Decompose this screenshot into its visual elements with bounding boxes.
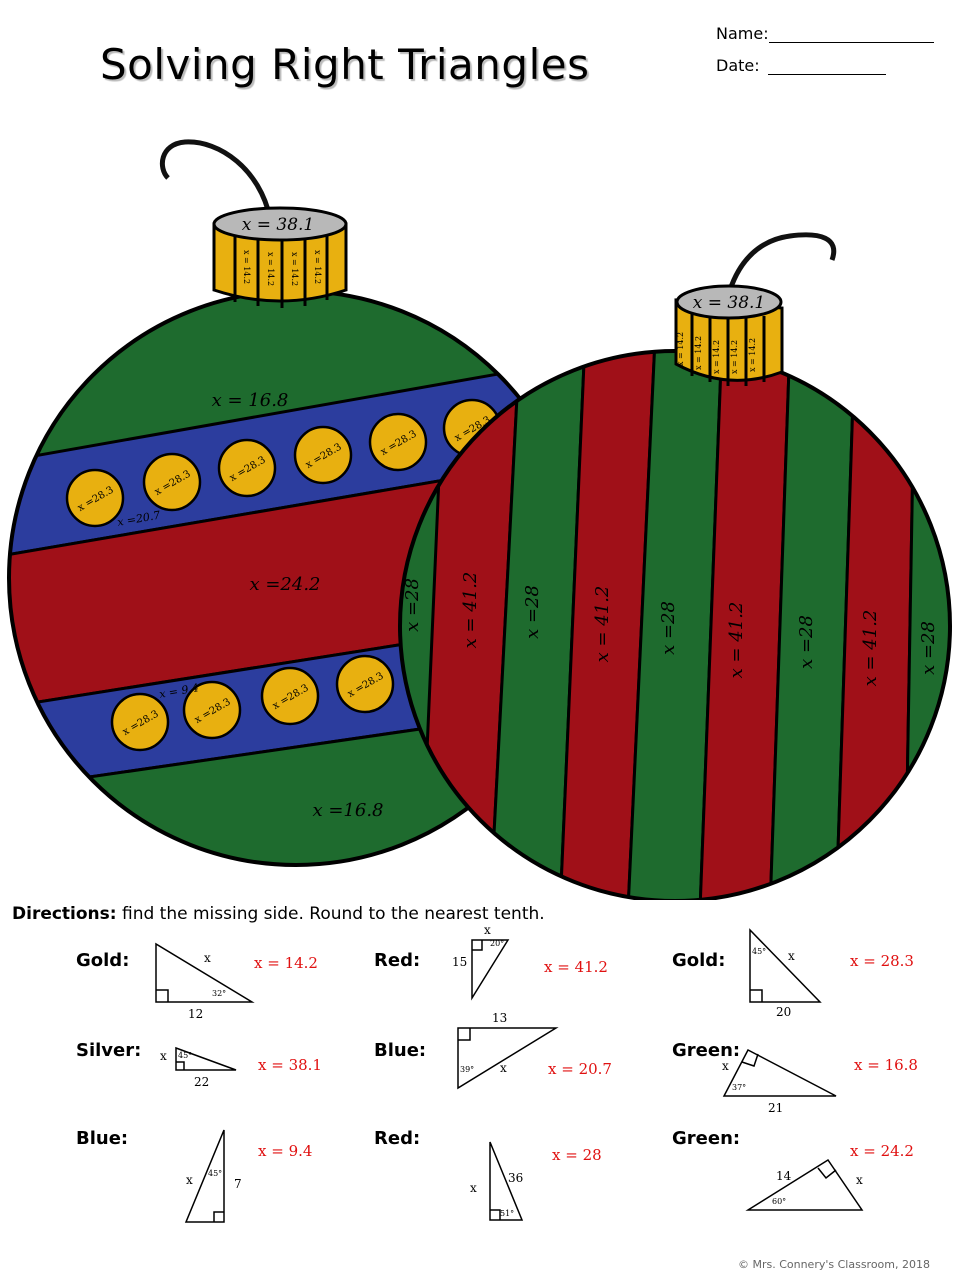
svg-text:x = 14.2: x = 14.2 [290, 252, 299, 286]
svg-text:x = 41.2: x = 41.2 [592, 586, 613, 663]
svg-text:20: 20 [776, 1005, 791, 1019]
svg-text:x: x [186, 1173, 193, 1187]
problem-7-color: Blue: [76, 1128, 129, 1149]
triangle-2: x 20° 15 [452, 923, 510, 1001]
svg-text:x: x [160, 1049, 167, 1063]
date-label: Date: [716, 56, 760, 75]
svg-text:x: x [722, 1059, 729, 1073]
triangle-4: x 45° 22 [160, 1046, 237, 1089]
right-cap-label: x = 38.1 [693, 293, 766, 313]
left-cap-stripe-labels: x = 14.2 x = 14.2 x = 14.2 x = 14.2 [242, 250, 322, 286]
right-cap-stripe-labels: x = 14.2 x = 14.2 x = 14.2 x = 14.2 x = … [676, 332, 757, 374]
problem-7-answer: x = 9.4 [258, 1142, 313, 1160]
svg-text:20°: 20° [490, 939, 504, 948]
right-hook [727, 232, 837, 291]
svg-text:x: x [204, 951, 211, 965]
problem-8-answer: x = 28 [552, 1146, 602, 1164]
svg-text:x = 41.2: x = 41.2 [860, 610, 881, 687]
problem-4-color: Silver: [76, 1040, 142, 1061]
triangle-1: x 32° 12 [155, 942, 255, 1021]
problem-3-color: Gold: [672, 950, 726, 971]
problem-9-answer: x = 24.2 [850, 1142, 914, 1160]
svg-text:x = 41.2: x = 41.2 [460, 572, 481, 649]
name-label: Name: [716, 24, 769, 43]
svg-text:7: 7 [234, 1177, 242, 1191]
problem-5-color: Blue: [374, 1040, 427, 1061]
svg-text:x: x [500, 1061, 507, 1075]
svg-text:x = 14.2: x = 14.2 [712, 340, 721, 374]
svg-text:x = 14.2: x = 14.2 [694, 336, 703, 370]
worksheet-title: Solving Right Triangles [100, 40, 590, 89]
ornaments-illustration: x =28.3 x =28.3 x =28.3 x =28.3 x =28.3 … [7, 139, 952, 900]
svg-text:39°: 39° [460, 1065, 474, 1074]
svg-text:37°: 37° [732, 1083, 746, 1092]
svg-text:14: 14 [776, 1169, 792, 1183]
svg-text:22: 22 [194, 1075, 209, 1089]
problem-1-answer: x = 14.2 [254, 954, 318, 972]
svg-text:12: 12 [188, 1007, 203, 1021]
problem-4-answer: x = 38.1 [258, 1056, 322, 1074]
left-hook [159, 139, 273, 219]
svg-text:x =28: x =28 [918, 621, 939, 675]
copyright: © Mrs. Connery's Classroom, 2018 [737, 1258, 930, 1271]
svg-text:13: 13 [492, 1011, 507, 1025]
svg-text:x = 14.2: x = 14.2 [676, 332, 685, 366]
left-middle-band-label: x =24.2 [249, 574, 320, 595]
svg-text:21: 21 [768, 1101, 783, 1115]
svg-text:x: x [470, 1181, 477, 1195]
svg-text:x =28: x =28 [658, 601, 679, 655]
svg-text:60°: 60° [772, 1197, 786, 1206]
svg-text:x: x [484, 923, 491, 937]
problem-6-color: Green: [672, 1040, 741, 1061]
right-cap: x = 38.1 x = 14.2 x = 14.2 x = 14.2 x = … [674, 284, 784, 386]
left-cap: x = 38.1 x = 14.2 x = 14.2 x = 14.2 x = … [212, 206, 348, 308]
directions-text: find the missing side. Round to the near… [116, 904, 545, 924]
triangle-9: 14 x 60° [745, 1158, 864, 1211]
problem-5-answer: x = 20.7 [548, 1060, 612, 1078]
problem-9-color: Green: [672, 1128, 741, 1149]
directions: Directions: find the missing side. Round… [12, 904, 545, 924]
triangle-5: 13 39° x [457, 1011, 559, 1090]
svg-text:x = 14.2: x = 14.2 [730, 340, 739, 374]
svg-text:32°: 32° [212, 989, 226, 998]
svg-text:x =28: x =28 [796, 615, 817, 669]
svg-text:x: x [788, 949, 795, 963]
svg-text:45°: 45° [752, 947, 766, 956]
problem-2-color: Red: [374, 950, 421, 971]
svg-text:x = 14.2: x = 14.2 [242, 250, 251, 284]
directions-label: Directions: [12, 904, 117, 924]
left-bottom-band-label: x =16.8 [312, 800, 383, 821]
svg-text:36: 36 [508, 1171, 523, 1185]
right-stripe-labels: x =28 x = 41.2 x =28 x = 41.2 x =28 x = … [402, 572, 939, 687]
triangle-8: x 36 51° [470, 1141, 523, 1221]
left-top-band-label: x = 16.8 [212, 390, 289, 411]
svg-text:x = 14.2: x = 14.2 [748, 338, 757, 372]
svg-text:x = 14.2: x = 14.2 [266, 252, 275, 286]
problem-8-color: Red: [374, 1128, 421, 1149]
problem-1-color: Gold: [76, 950, 130, 971]
date-field[interactable]: Date: [716, 56, 886, 75]
svg-text:45°: 45° [208, 1169, 222, 1178]
svg-text:x =28: x =28 [522, 585, 543, 639]
svg-text:x = 41.2: x = 41.2 [726, 602, 747, 679]
svg-text:x = 14.2: x = 14.2 [313, 250, 322, 284]
left-lower-dots [110, 654, 395, 752]
svg-text:x: x [856, 1173, 863, 1187]
triangle-3: 45° x 20 [749, 928, 822, 1019]
problem-6-answer: x = 16.8 [854, 1056, 918, 1074]
svg-text:15: 15 [452, 955, 467, 969]
svg-text:45°: 45° [178, 1051, 192, 1060]
problem-3-answer: x = 28.3 [850, 952, 914, 970]
left-upper-dots [65, 398, 502, 528]
triangle-7: x 45° 7 [184, 1129, 242, 1223]
left-cap-label: x = 38.1 [242, 215, 315, 235]
svg-text:x =28: x =28 [402, 578, 423, 632]
svg-text:51°: 51° [500, 1209, 514, 1218]
name-field[interactable]: Name: [716, 24, 934, 43]
problem-2-answer: x = 41.2 [544, 958, 608, 976]
